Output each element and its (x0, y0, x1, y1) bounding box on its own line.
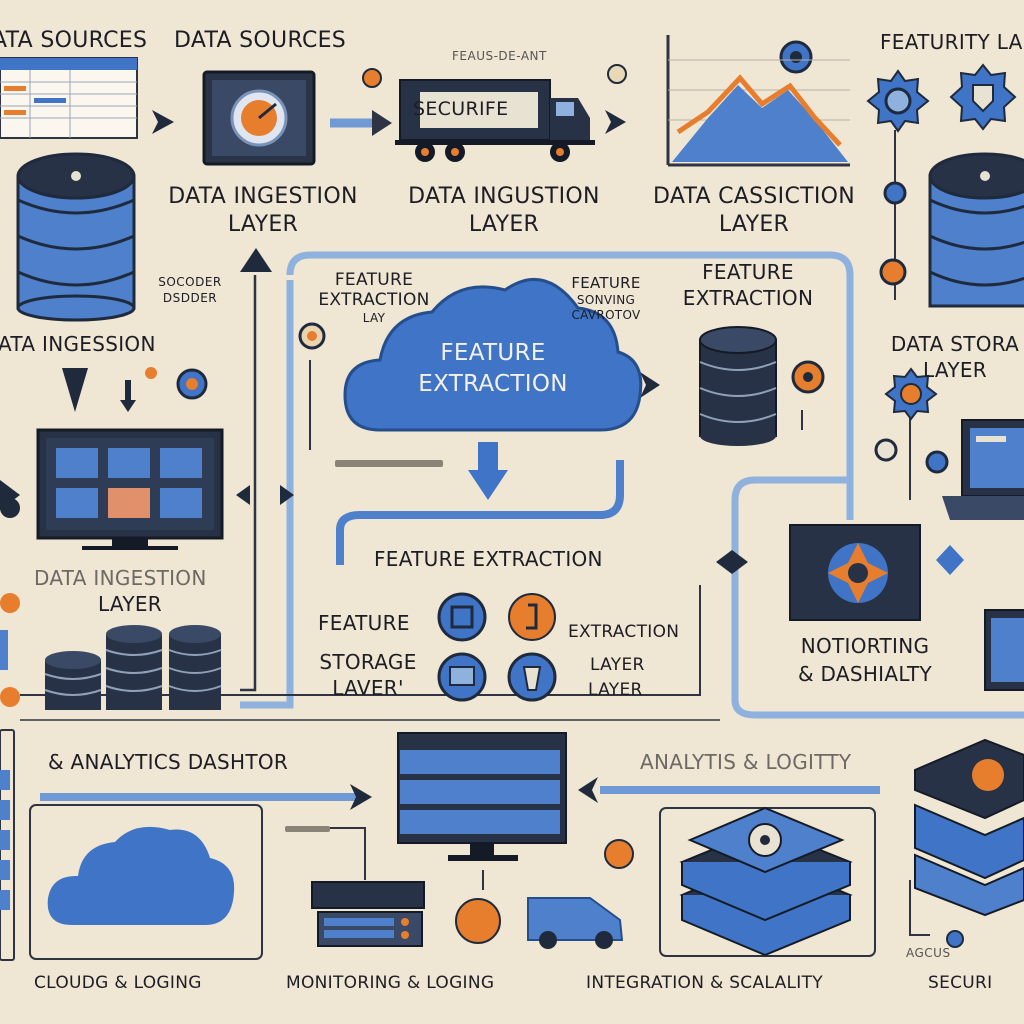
label-data-sources-cut: ATA SOURCES (0, 28, 148, 53)
label-feature-extraction-lay: FEATURE EXTRACTION LAY (318, 270, 430, 325)
label-layer-1: LAYER (590, 655, 645, 675)
label-layer-2: LAYER (588, 680, 643, 700)
label-data-sources: DATA SOURCES (174, 28, 347, 53)
label-cloud-feature-extraction: FEATURE EXTRACTION (418, 340, 568, 397)
van-icon (527, 897, 624, 949)
feature-extraction-cloud-icon (343, 277, 643, 432)
gear-icons (866, 63, 1017, 286)
label-feature-sonving: FEATURE SONVING CAVROTOV (571, 274, 641, 322)
label-feature: FEATURE (318, 611, 410, 635)
arrow-up-icon (240, 248, 272, 272)
label-notiorting: NOTIORTING & DASHIALTY (797, 634, 933, 686)
data-sources-monitor (202, 70, 316, 166)
analytics-hub-icon (789, 524, 1024, 691)
label-analytis-logity: ANALYTIS & LOGITTY (640, 750, 852, 774)
label-socoder: SOCODER DSDDER (158, 275, 222, 305)
label-feature-extraction-title: FEATURE EXTRACTION (374, 547, 603, 571)
spreadsheet-icon (0, 57, 138, 139)
label-featurity-cut: FEATURITY LA (880, 30, 1023, 54)
database-right-icon (928, 152, 1024, 308)
caption-stripes (285, 460, 443, 832)
security-server-icon (914, 738, 1024, 917)
dashboard-monitor-icon (36, 428, 224, 550)
connector-lines (20, 118, 1024, 936)
label-agcus: AGCUS (906, 946, 951, 960)
label-securi-cut: SECURI (928, 973, 993, 993)
server-monitor-icon (397, 732, 567, 861)
label-data-ingestion-faded: DATA INGESTION (34, 566, 207, 590)
arrow-icons (0, 110, 964, 810)
database-left-icon (16, 152, 136, 322)
label-cloud-loging: CLOUDG & LOGING (34, 973, 202, 993)
label-storage-layer: STORAGE LAVER' (319, 650, 417, 700)
database-mid-icon (699, 326, 777, 446)
left-edge-bars (0, 630, 10, 910)
label-analytics-dashtor: & ANALYTICS DASHTOR (48, 750, 289, 774)
label-truck-badge: SECURIFE (413, 98, 509, 120)
label-monitoring-loging: MONITORING & LOGING (286, 973, 495, 993)
label-data-ingestion-layer: DATA INGESTION LAYER (168, 184, 358, 237)
label-ata-ingession: ATA INGESSION (0, 332, 156, 356)
label-extraction: EXTRACTION (568, 622, 680, 642)
arrow-down-icon (62, 368, 88, 412)
arrow-down-blue-icon (468, 442, 508, 500)
orange-marker-icons (362, 40, 813, 88)
arrow-right-icon (152, 110, 174, 134)
label-truck-caption: FEAUS-DE-ANT (452, 49, 547, 63)
label-data-ingustion-layer: DATA INGUSTION LAYER (408, 184, 600, 237)
label-layer-left: LAYER (98, 592, 162, 616)
label-data-stora: DATA STORA LAYER (890, 332, 1020, 382)
label-feature-extraction-right: FEATURE EXTRACTION (682, 260, 814, 310)
badge-icons (0, 322, 964, 948)
area-chart-icon (666, 35, 850, 167)
server-stack-icon (679, 806, 853, 957)
bottom-cloud-icon (47, 826, 235, 925)
truck-icon (395, 79, 595, 162)
database-cluster-icon (44, 625, 222, 710)
label-data-cassiction-layer: DATA CASSICTION LAYER (652, 184, 856, 237)
label-integration-scalality: INTEGRATION & SCALALITY (586, 973, 823, 993)
laptop-icon (942, 419, 1024, 520)
router-icon (311, 881, 425, 947)
